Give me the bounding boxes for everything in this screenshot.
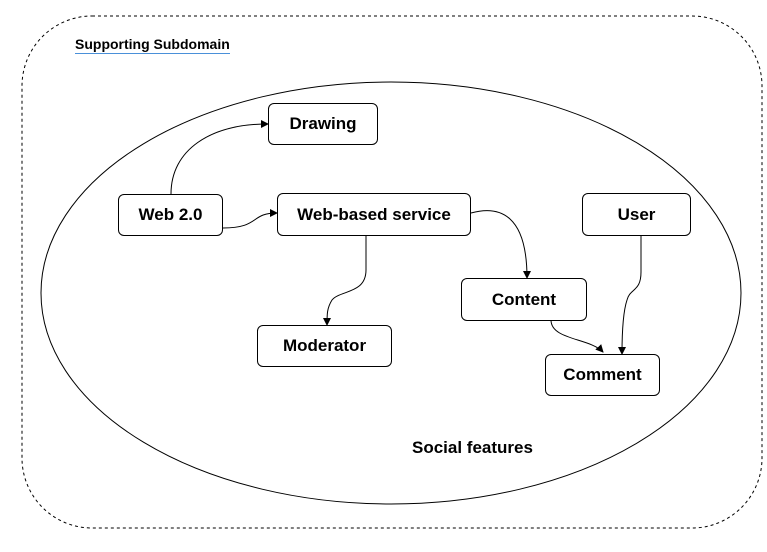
edge-webservice-moderator [323,236,367,326]
node-web-based-service: Web-based service [277,193,471,236]
edge-user-comment [618,236,642,355]
node-drawing: Drawing [268,103,378,145]
subdomain-boundary [21,15,763,529]
edge-web20-webservice [222,209,278,229]
social-features-label: Social features [412,438,533,457]
social-features-ellipse [40,81,742,505]
subdomain-title: Supporting Subdomain [75,36,230,54]
node-moderator: Moderator [257,325,392,367]
edge-webservice-content [470,210,531,279]
node-web20: Web 2.0 [118,194,223,236]
edge-web20-drawing [170,120,269,195]
node-comment: Comment [545,354,660,396]
node-content: Content [461,278,587,321]
edge-content-comment [550,319,604,353]
node-user: User [582,193,691,236]
